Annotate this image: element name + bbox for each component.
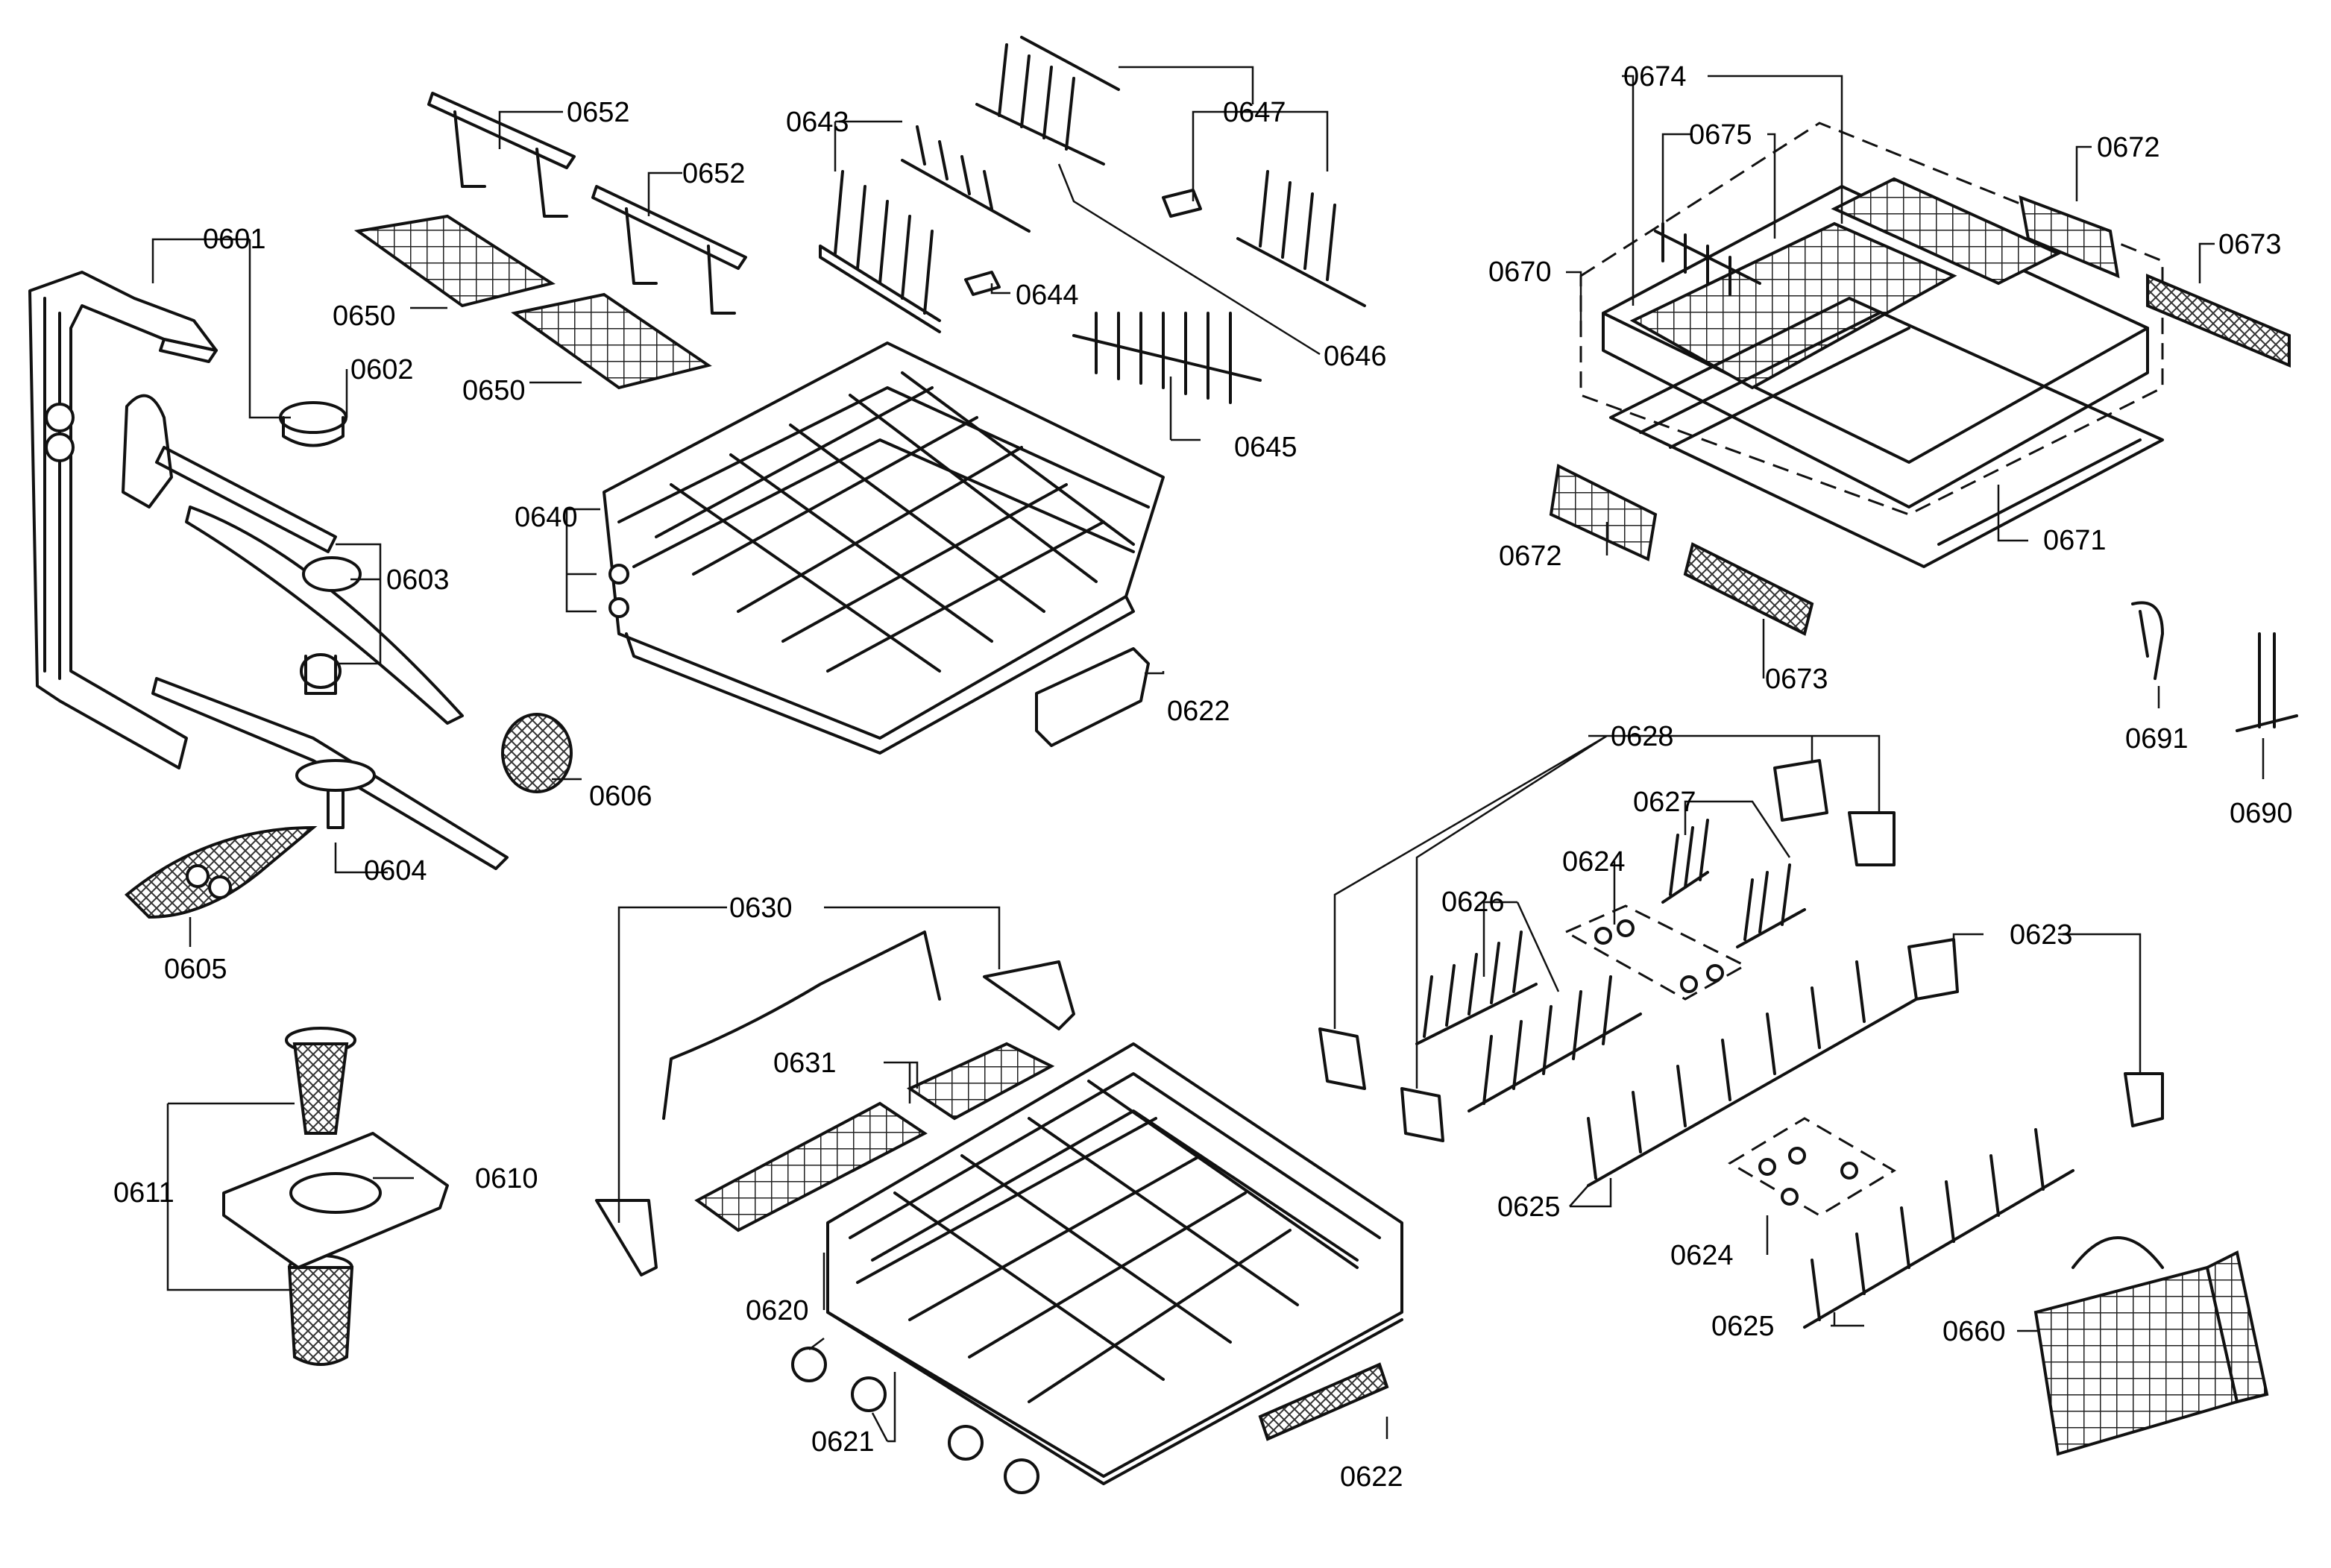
hinge-clip-0628 xyxy=(1318,759,1896,1142)
side-strip-0673-right xyxy=(2146,273,2291,368)
label-0603: 0603 xyxy=(386,564,450,596)
label-0671: 0671 xyxy=(2043,525,2107,556)
label-0623: 0623 xyxy=(2010,919,2073,951)
label-0690: 0690 xyxy=(2230,798,2293,829)
label-0646: 0646 xyxy=(1324,341,1387,372)
label-0673-right: 0673 xyxy=(2218,229,2282,260)
label-0604: 0604 xyxy=(364,855,427,887)
third-rack-frame-0671 xyxy=(1609,297,2164,568)
label-0601: 0601 xyxy=(203,224,266,255)
tine-rack-0625-upper xyxy=(1587,960,1918,1187)
label-0675: 0675 xyxy=(1689,119,1752,151)
label-0660: 0660 xyxy=(1943,1316,2006,1347)
label-0628: 0628 xyxy=(1611,721,1674,752)
label-0620: 0620 xyxy=(746,1295,809,1326)
rack-insert-0650-b xyxy=(511,292,712,390)
rack-insert-0650-a xyxy=(353,214,556,308)
cutlery-basket-0660 xyxy=(2033,1236,2269,1456)
clip-group-0624-upper-outline xyxy=(1563,904,1748,1001)
hinge-clip-0623 xyxy=(1907,938,2164,1127)
clip-0644 xyxy=(964,271,1001,296)
tine-rack-0647 xyxy=(975,36,1366,307)
clip-0624-lower xyxy=(1758,1147,1858,1206)
filter-plate-0605 xyxy=(125,825,318,919)
label-0621: 0621 xyxy=(811,1426,875,1458)
tine-rack-0627 xyxy=(1661,819,1806,948)
label-0610: 0610 xyxy=(475,1163,538,1194)
handle-cover-0622-upper xyxy=(1035,647,1150,747)
side-panel-0672-left xyxy=(1549,463,1658,561)
rack-comb-0652-b xyxy=(591,185,747,315)
label-0622-upper: 0622 xyxy=(1167,696,1230,727)
label-0627: 0627 xyxy=(1633,787,1696,818)
rack-insert-0631 xyxy=(694,1042,1055,1232)
label-0673-left: 0673 xyxy=(1765,664,1828,695)
clip-0624-upper xyxy=(1594,919,1724,993)
label-0650-a: 0650 xyxy=(333,300,396,332)
micro-filter-0606 xyxy=(501,713,573,793)
label-0624-upper: 0624 xyxy=(1562,846,1626,878)
label-0645: 0645 xyxy=(1234,432,1297,463)
label-0650-b: 0650 xyxy=(462,375,526,406)
filter-cylinder-0611 xyxy=(285,1027,356,1366)
label-0647: 0647 xyxy=(1223,97,1286,128)
spray-pipe-0601 xyxy=(28,271,218,769)
clip-group-0624-lower-outline xyxy=(1728,1117,1896,1217)
fine-filter-plate-0610 xyxy=(222,1132,449,1269)
label-0625-lower: 0625 xyxy=(1711,1311,1775,1342)
label-0624-lower: 0624 xyxy=(1670,1240,1734,1271)
label-0652-a: 0652 xyxy=(567,97,630,128)
cutlery-tines-0675 xyxy=(1654,222,1761,296)
part-labels: 0601 0602 0603 0604 0605 0606 0610 0611 … xyxy=(113,61,2293,1493)
label-0631: 0631 xyxy=(773,1048,837,1079)
tine-rack-0626 xyxy=(1415,931,1642,1112)
label-0606: 0606 xyxy=(589,781,652,812)
label-0670: 0670 xyxy=(1488,256,1552,288)
handle-cover-0622-lower xyxy=(1258,1362,1389,1441)
label-0643: 0643 xyxy=(786,107,849,138)
label-0602: 0602 xyxy=(350,354,414,385)
label-0611: 0611 xyxy=(113,1177,174,1209)
label-0630: 0630 xyxy=(729,892,793,924)
wire-rail-0630 xyxy=(595,931,1075,1276)
tine-rack-0643 xyxy=(819,125,1031,333)
label-0652-b: 0652 xyxy=(682,158,746,189)
label-0625-upper: 0625 xyxy=(1497,1191,1561,1223)
label-0674: 0674 xyxy=(1623,61,1687,92)
tine-rack-0625-lower xyxy=(1803,1128,2074,1329)
label-0672-left: 0672 xyxy=(1499,541,1562,572)
third-rack-0670 xyxy=(1602,177,2149,509)
lower-basket-0620 xyxy=(826,1042,1403,1485)
label-0644: 0644 xyxy=(1016,280,1079,311)
clip-0691 xyxy=(2131,601,2164,680)
seal-ring-0602 xyxy=(279,401,347,447)
upper-basket-0640 xyxy=(603,341,1165,755)
label-0691: 0691 xyxy=(2125,723,2189,755)
label-0626: 0626 xyxy=(1441,887,1505,918)
leader-lines xyxy=(151,66,2265,1443)
label-0640: 0640 xyxy=(515,502,578,533)
label-0672-right: 0672 xyxy=(2097,132,2160,163)
rack-comb-0652-a xyxy=(427,92,576,218)
lower-spray-arm-0604 xyxy=(151,677,509,870)
label-0605: 0605 xyxy=(164,954,227,985)
holder-0690 xyxy=(2236,632,2298,732)
wheel-0621 xyxy=(791,1347,1039,1494)
side-panel-0672-right xyxy=(2019,195,2120,279)
third-rack-group-outline xyxy=(1579,122,2164,516)
upper-spray-arm-0603 xyxy=(122,394,464,725)
side-strip-0673-left xyxy=(1683,542,1814,636)
label-0622-lower: 0622 xyxy=(1340,1461,1403,1493)
tine-rack-0645 xyxy=(1072,312,1262,404)
